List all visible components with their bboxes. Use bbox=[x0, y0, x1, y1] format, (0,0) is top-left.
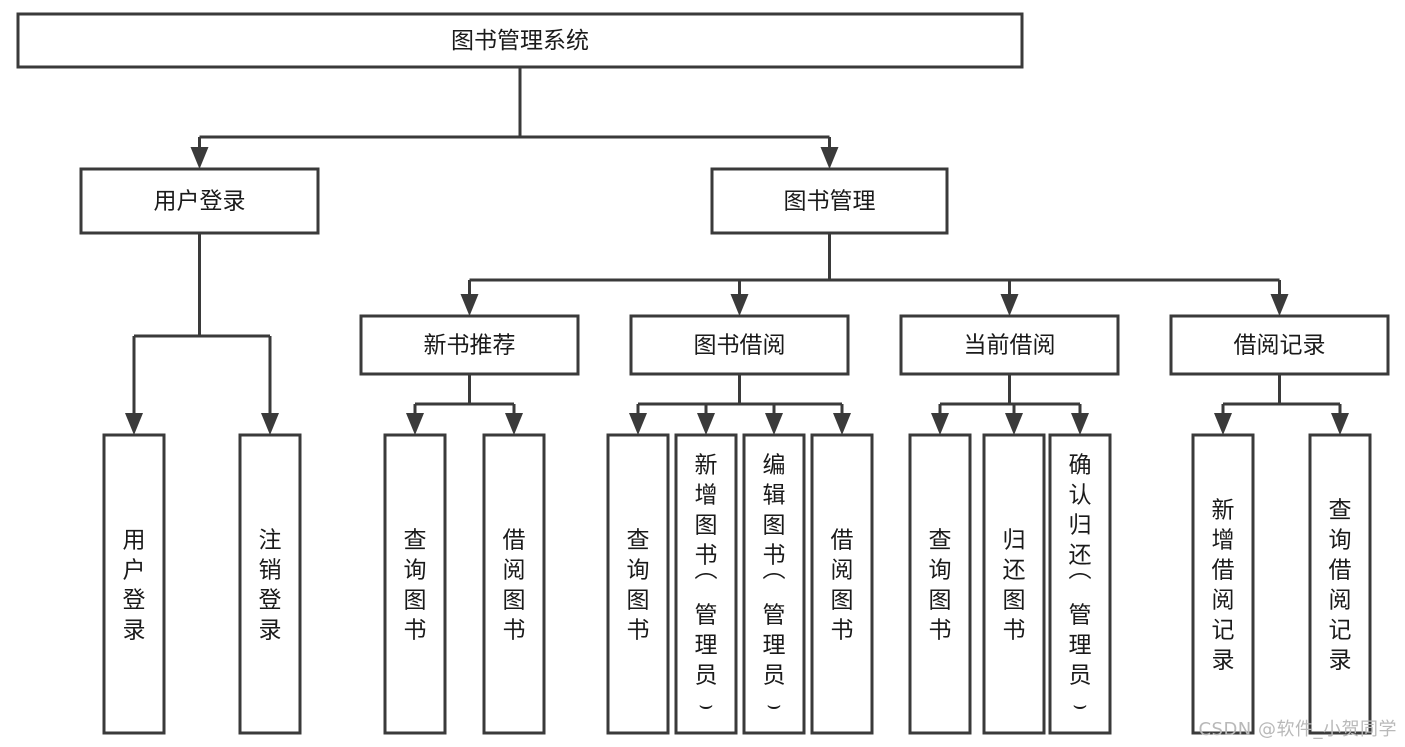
node-borrow-record[interactable]: 借阅记录 bbox=[1169, 314, 1390, 376]
node-box-current-borrow[interactable] bbox=[899, 314, 1120, 376]
node-label-leaf-edit-book: 编辑图书⌒管理员⌣ bbox=[763, 452, 786, 718]
node-box-leaf-query-book-3[interactable] bbox=[908, 433, 972, 735]
node-new-book-rec[interactable]: 新书推荐 bbox=[359, 314, 580, 376]
node-label-root: 图书管理系统 bbox=[451, 28, 589, 54]
arrow-current-borrow-to-leaf-return-book-head bbox=[1005, 413, 1023, 435]
arrow-new-book-rec-to-leaf-query-book-1-head bbox=[406, 413, 424, 435]
node-box-leaf-add-record[interactable] bbox=[1191, 433, 1255, 735]
node-box-leaf-add-book[interactable] bbox=[674, 433, 738, 735]
node-layer: 图书管理系统用户登录图书管理新书推荐图书借阅当前借阅借阅记录用户登录注销登录查询… bbox=[16, 12, 1390, 735]
node-box-user-login[interactable] bbox=[79, 167, 320, 235]
node-leaf-query-record[interactable]: 查询借阅记录 bbox=[1308, 433, 1372, 735]
connector-layer bbox=[125, 67, 1349, 435]
arrow-current-borrow-to-leaf-query-book-3-head bbox=[931, 413, 949, 435]
arrow-book-manage-to-new-book-rec-head bbox=[460, 294, 479, 316]
arrow-user-login-to-leaf-user-login-head bbox=[125, 413, 143, 435]
node-label-leaf-user-login: 用户登录 bbox=[123, 527, 146, 643]
node-label-leaf-add-record: 新增借阅记录 bbox=[1212, 497, 1235, 673]
node-label-leaf-borrow-book-1: 借阅图书 bbox=[503, 527, 526, 643]
node-box-leaf-query-book-1[interactable] bbox=[383, 433, 447, 735]
node-box-book-manage[interactable] bbox=[710, 167, 949, 235]
node-leaf-query-book-2[interactable]: 查询图书 bbox=[606, 433, 670, 735]
node-leaf-logout[interactable]: 注销登录 bbox=[238, 433, 302, 735]
node-leaf-confirm-return[interactable]: 确认归还⌒管理员⌣ bbox=[1048, 433, 1112, 735]
node-label-leaf-return-book: 归还图书 bbox=[1003, 527, 1026, 643]
arrow-book-borrow-to-leaf-edit-book-head bbox=[765, 413, 783, 435]
node-label-borrow-record: 借阅记录 bbox=[1234, 333, 1326, 359]
arrow-root-to-book-manage-head bbox=[820, 147, 839, 169]
node-box-new-book-rec[interactable] bbox=[359, 314, 580, 376]
node-box-leaf-borrow-book-2[interactable] bbox=[810, 433, 874, 735]
node-label-leaf-add-book: 新增图书⌒管理员⌣ bbox=[695, 452, 718, 718]
arrow-new-book-rec-to-leaf-borrow-book-1-head bbox=[505, 413, 523, 435]
node-leaf-add-book[interactable]: 新增图书⌒管理员⌣ bbox=[674, 433, 738, 735]
arrow-book-borrow-to-leaf-query-book-2-head bbox=[629, 413, 647, 435]
node-label-leaf-query-book-3: 查询图书 bbox=[929, 527, 952, 643]
node-label-user-login: 用户登录 bbox=[154, 189, 246, 215]
node-label-leaf-logout: 注销登录 bbox=[259, 527, 282, 643]
node-leaf-query-book-3[interactable]: 查询图书 bbox=[908, 433, 972, 735]
node-label-leaf-borrow-book-2: 借阅图书 bbox=[831, 527, 854, 643]
node-book-manage[interactable]: 图书管理 bbox=[710, 167, 949, 235]
node-box-leaf-query-record[interactable] bbox=[1308, 433, 1372, 735]
node-leaf-borrow-book-2[interactable]: 借阅图书 bbox=[810, 433, 874, 735]
node-box-leaf-return-book[interactable] bbox=[982, 433, 1046, 735]
node-label-leaf-confirm-return: 确认归还⌒管理员⌣ bbox=[1069, 452, 1092, 718]
node-box-leaf-user-login[interactable] bbox=[102, 433, 166, 735]
node-label-new-book-rec: 新书推荐 bbox=[424, 333, 516, 359]
node-current-borrow[interactable]: 当前借阅 bbox=[899, 314, 1120, 376]
node-user-login[interactable]: 用户登录 bbox=[79, 167, 320, 235]
arrow-book-borrow-to-leaf-borrow-book-2-head bbox=[833, 413, 851, 435]
node-leaf-user-login[interactable]: 用户登录 bbox=[102, 433, 166, 735]
node-label-current-borrow: 当前借阅 bbox=[964, 333, 1056, 359]
node-label-leaf-query-record: 查询借阅记录 bbox=[1329, 497, 1352, 673]
node-box-root[interactable] bbox=[16, 12, 1024, 69]
node-box-book-borrow[interactable] bbox=[629, 314, 850, 376]
node-label-book-borrow: 图书借阅 bbox=[694, 333, 786, 359]
arrow-book-manage-to-current-borrow-head bbox=[1000, 294, 1019, 316]
node-box-borrow-record[interactable] bbox=[1169, 314, 1390, 376]
node-root[interactable]: 图书管理系统 bbox=[16, 12, 1024, 69]
node-label-book-manage: 图书管理 bbox=[784, 189, 876, 215]
node-leaf-borrow-book-1[interactable]: 借阅图书 bbox=[482, 433, 546, 735]
arrow-book-borrow-to-leaf-add-book-head bbox=[697, 413, 715, 435]
node-box-leaf-borrow-book-1[interactable] bbox=[482, 433, 546, 735]
arrow-root-to-user-login-head bbox=[190, 147, 209, 169]
arrow-current-borrow-to-leaf-confirm-return-head bbox=[1071, 413, 1089, 435]
node-leaf-add-record[interactable]: 新增借阅记录 bbox=[1191, 433, 1255, 735]
node-book-borrow[interactable]: 图书借阅 bbox=[629, 314, 850, 376]
node-box-leaf-logout[interactable] bbox=[238, 433, 302, 735]
node-leaf-edit-book[interactable]: 编辑图书⌒管理员⌣ bbox=[742, 433, 806, 735]
node-box-leaf-edit-book[interactable] bbox=[742, 433, 806, 735]
node-label-leaf-query-book-1: 查询图书 bbox=[404, 527, 427, 643]
node-box-leaf-query-book-2[interactable] bbox=[606, 433, 670, 735]
arrow-book-manage-to-book-borrow-head bbox=[730, 294, 749, 316]
node-label-leaf-query-book-2: 查询图书 bbox=[627, 527, 650, 643]
node-leaf-return-book[interactable]: 归还图书 bbox=[982, 433, 1046, 735]
arrow-borrow-record-to-leaf-query-record-head bbox=[1331, 413, 1349, 435]
arrow-user-login-to-leaf-logout-head bbox=[261, 413, 279, 435]
arrow-borrow-record-to-leaf-add-record-head bbox=[1214, 413, 1232, 435]
node-box-leaf-confirm-return[interactable] bbox=[1048, 433, 1112, 735]
node-leaf-query-book-1[interactable]: 查询图书 bbox=[383, 433, 447, 735]
arrow-book-manage-to-borrow-record-head bbox=[1270, 294, 1289, 316]
